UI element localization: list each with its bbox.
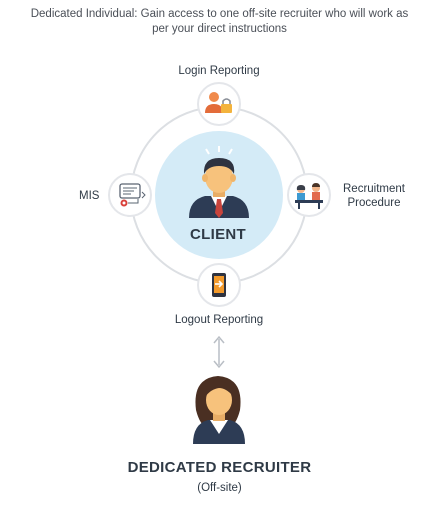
recruitment-label: Recruitment Procedure bbox=[333, 182, 415, 210]
recruitment-node[interactable] bbox=[287, 173, 331, 217]
login-node[interactable] bbox=[197, 82, 241, 126]
interview-desk-icon bbox=[295, 183, 323, 209]
workflow-chart-icon bbox=[119, 183, 146, 207]
businesswoman-avatar-icon bbox=[193, 376, 245, 444]
mobile-logout-icon bbox=[212, 273, 226, 297]
businessman-avatar-icon bbox=[189, 146, 249, 218]
recruiter-title: DEDICATED RECRUITER bbox=[127, 459, 312, 476]
intro-line-1: Dedicated Individual: Gain access to one… bbox=[30, 8, 409, 20]
recruiter-subtitle: (Off-site) bbox=[197, 482, 242, 494]
double-arrow-connector bbox=[213, 335, 225, 369]
logout-node[interactable] bbox=[197, 263, 241, 307]
recruitment-label-line-2: Procedure bbox=[347, 197, 401, 209]
recruitment-label-line-1: Recruitment bbox=[343, 183, 405, 195]
user-lock-icon bbox=[205, 92, 232, 113]
logout-label: Logout Reporting bbox=[174, 314, 264, 326]
mis-label: MIS bbox=[79, 190, 100, 202]
intro-text: Dedicated Individual: Gain access to one… bbox=[0, 7, 439, 37]
mis-node[interactable] bbox=[108, 173, 152, 217]
intro-line-2: per your direct instructions bbox=[152, 23, 287, 35]
client-label: CLIENT bbox=[190, 226, 246, 243]
login-label: Login Reporting bbox=[178, 65, 260, 77]
